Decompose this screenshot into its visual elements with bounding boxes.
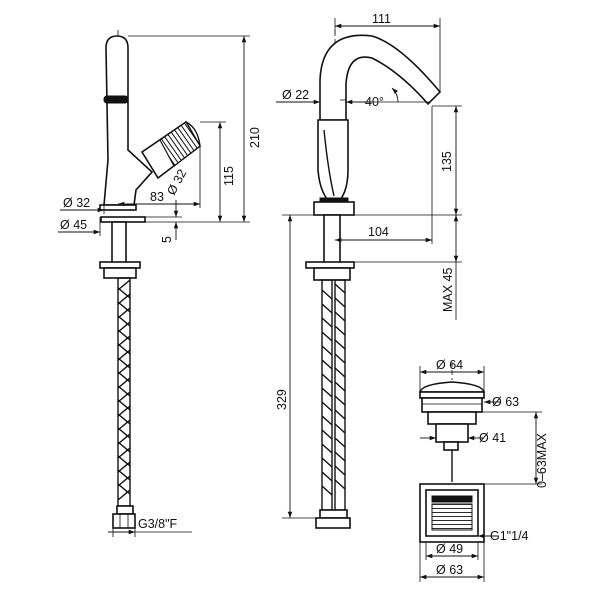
waste-detail: Ø 64 Ø 63 Ø 41 0–63MAX G1"1/4 Ø 49 Ø 63 [418,358,549,582]
hose-nut [112,513,136,529]
dim-waste-inner-diameter: Ø 49 [436,542,463,556]
faucet-body-front [103,35,154,206]
dim-waste-seat-diameter: Ø 63 [492,395,519,409]
hose-nuts-side [315,517,351,529]
dim-waste-cap-diameter: Ø 64 [436,358,463,372]
dim-handle-height: 115 [222,166,236,186]
base-flange [99,204,137,211]
dim-handle-diameter: Ø 32 [164,167,189,198]
dim-waste-body-diameter: Ø 41 [479,431,506,445]
dim-hose-length: 329 [275,389,289,410]
braided-hoses-side [321,279,346,511]
dim-reach-bottom: 104 [368,225,389,239]
side-view: 111 Ø 22 40° 135 104 MAX 45 329 [275,12,462,529]
dim-bottom-flange-diameter: Ø 45 [60,218,87,232]
dim-handle-offset: 83 [150,190,164,204]
dim-waste-adjust-range: 0–63MAX [535,432,549,488]
dim-outlet-height: 135 [440,151,454,172]
lock-nut [99,261,141,269]
dim-waste-outer-diameter: Ø 63 [436,563,463,577]
dim-waste-thread: G1"1/4 [490,529,529,543]
dim-spout-angle: 40° [365,95,384,109]
front-view: 210 115 Ø 32 Ø 32 83 Ø 45 5 G3/8"F [58,30,262,537]
dim-spout-diameter: Ø 22 [282,88,309,102]
dim-max-deck-thickness: MAX 45 [441,267,455,312]
handle-lever [140,120,202,180]
waste-cap [418,381,486,393]
dim-connection-thread: G3/8"F [138,517,178,531]
lock-nut-side [305,261,355,269]
dim-total-height: 210 [248,127,262,148]
braided-hose-front [117,277,131,507]
dim-flange-thickness: 5 [160,236,174,243]
dim-reach-top: 111 [372,12,391,26]
dim-top-flange-diameter: Ø 32 [63,196,90,210]
